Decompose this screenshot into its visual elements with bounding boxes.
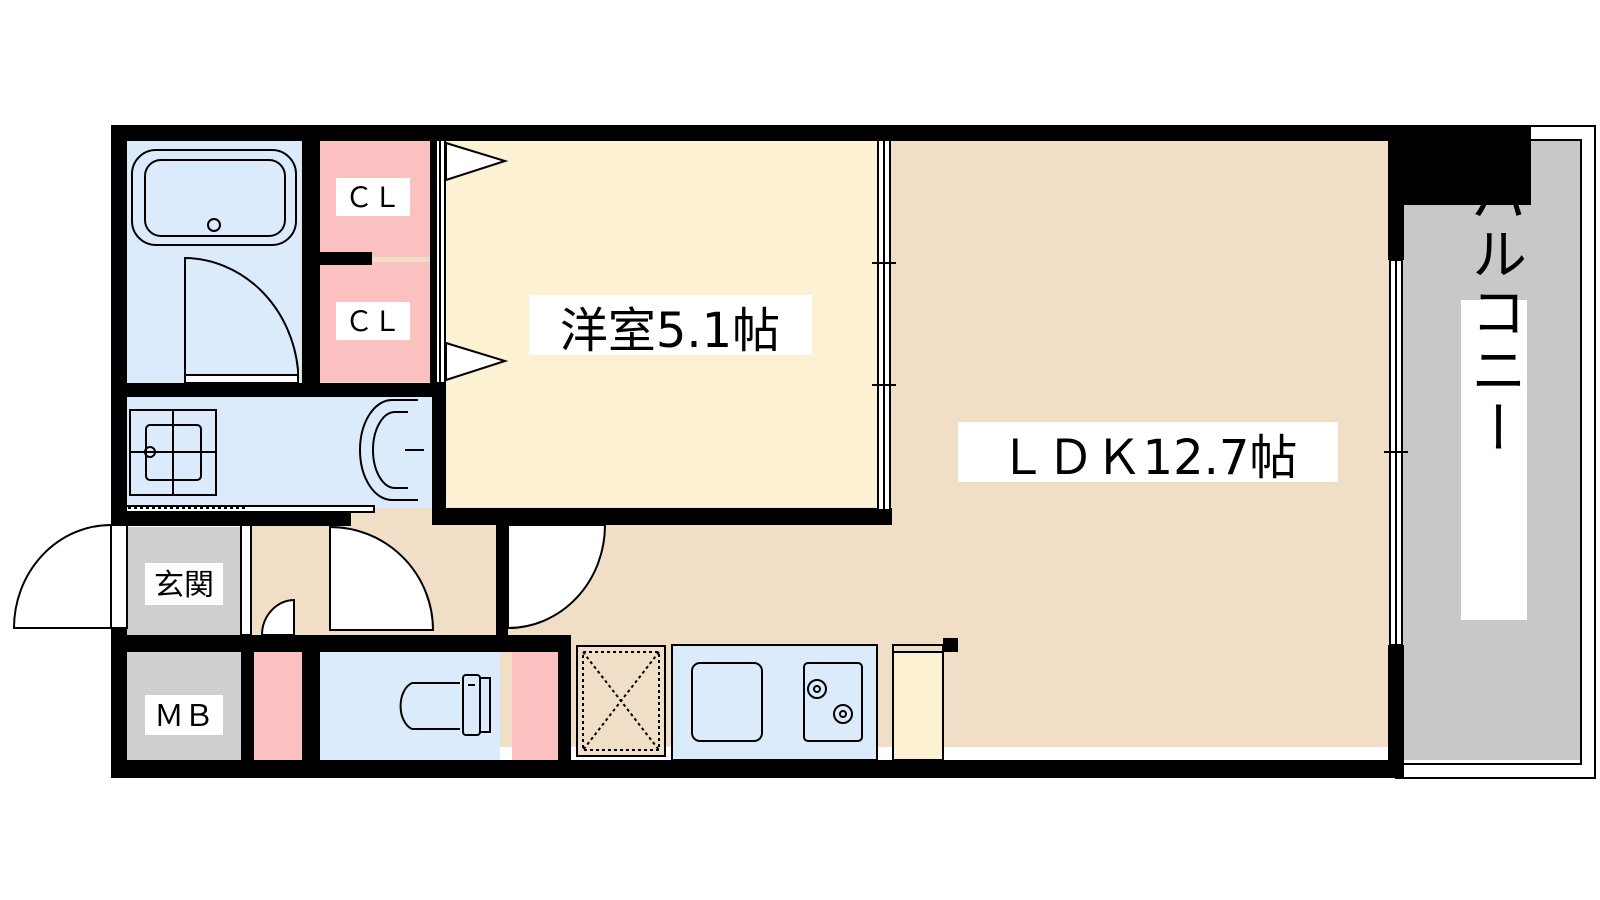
washroom-door	[329, 525, 435, 631]
ldk-door	[507, 524, 607, 630]
closet-top-label: ＣＬ	[345, 181, 401, 214]
wall-top	[111, 125, 1531, 141]
ne-column	[1388, 125, 1531, 205]
storage-right	[512, 652, 558, 760]
wall-closet-divider	[320, 252, 372, 265]
wall-right-lower	[1388, 645, 1404, 778]
fixtures	[129, 149, 944, 761]
balcony-outline	[1395, 125, 1596, 779]
wall-right-upper	[1388, 125, 1404, 260]
storage-door	[260, 598, 295, 636]
bath-door	[184, 256, 299, 384]
wall-mb-right	[241, 635, 254, 778]
toilet-icon	[399, 682, 460, 730]
closet-bottom-label: ＣＬ	[345, 305, 401, 338]
wall-bottom	[111, 760, 1401, 778]
windows	[435, 139, 1403, 646]
toilet-floor	[320, 652, 500, 760]
wall-bath-right	[302, 125, 320, 395]
stove-icon	[803, 662, 863, 742]
wall-entry-bottom	[111, 635, 571, 652]
ldk-label: ＬＤＫ12.7帖	[999, 430, 1298, 486]
bathtub-icon	[131, 149, 297, 246]
sink-icon	[691, 662, 763, 742]
walls	[111, 125, 1531, 778]
wall-left-upper	[111, 125, 127, 525]
balcony-label: バルコニー	[1462, 167, 1527, 457]
wash-basin-icon	[359, 399, 418, 501]
wall-wash-right	[432, 383, 446, 525]
entrance-door	[12, 523, 112, 629]
wall-storage-left	[302, 635, 320, 778]
closet-door-marks	[445, 141, 509, 382]
wall-toilet-right	[558, 635, 571, 778]
wall-bath-bottom	[111, 383, 446, 397]
doors	[12, 256, 607, 636]
wall-closet-right	[430, 125, 436, 395]
floor-fills	[126, 137, 1581, 760]
wall-bedroom-bottom	[432, 508, 892, 525]
meter-box-label: ＭＢ	[154, 699, 214, 734]
window-ticks	[872, 262, 1408, 453]
labels: 洋室5.1帖 ＬＤＫ12.7帖 ＣＬ ＣＬ 玄関 ＭＢ バルコニー	[145, 167, 1527, 735]
bedroom-label: 洋室5.1帖	[560, 303, 780, 359]
wall-fridge-end	[943, 638, 958, 652]
wall-hall-stub	[496, 525, 508, 635]
storage-left	[254, 652, 302, 760]
wall-wash-bottom	[111, 512, 351, 526]
entrance-label: 玄関	[154, 568, 214, 603]
fridge-space	[893, 652, 943, 760]
wall-left-lower	[111, 628, 127, 778]
